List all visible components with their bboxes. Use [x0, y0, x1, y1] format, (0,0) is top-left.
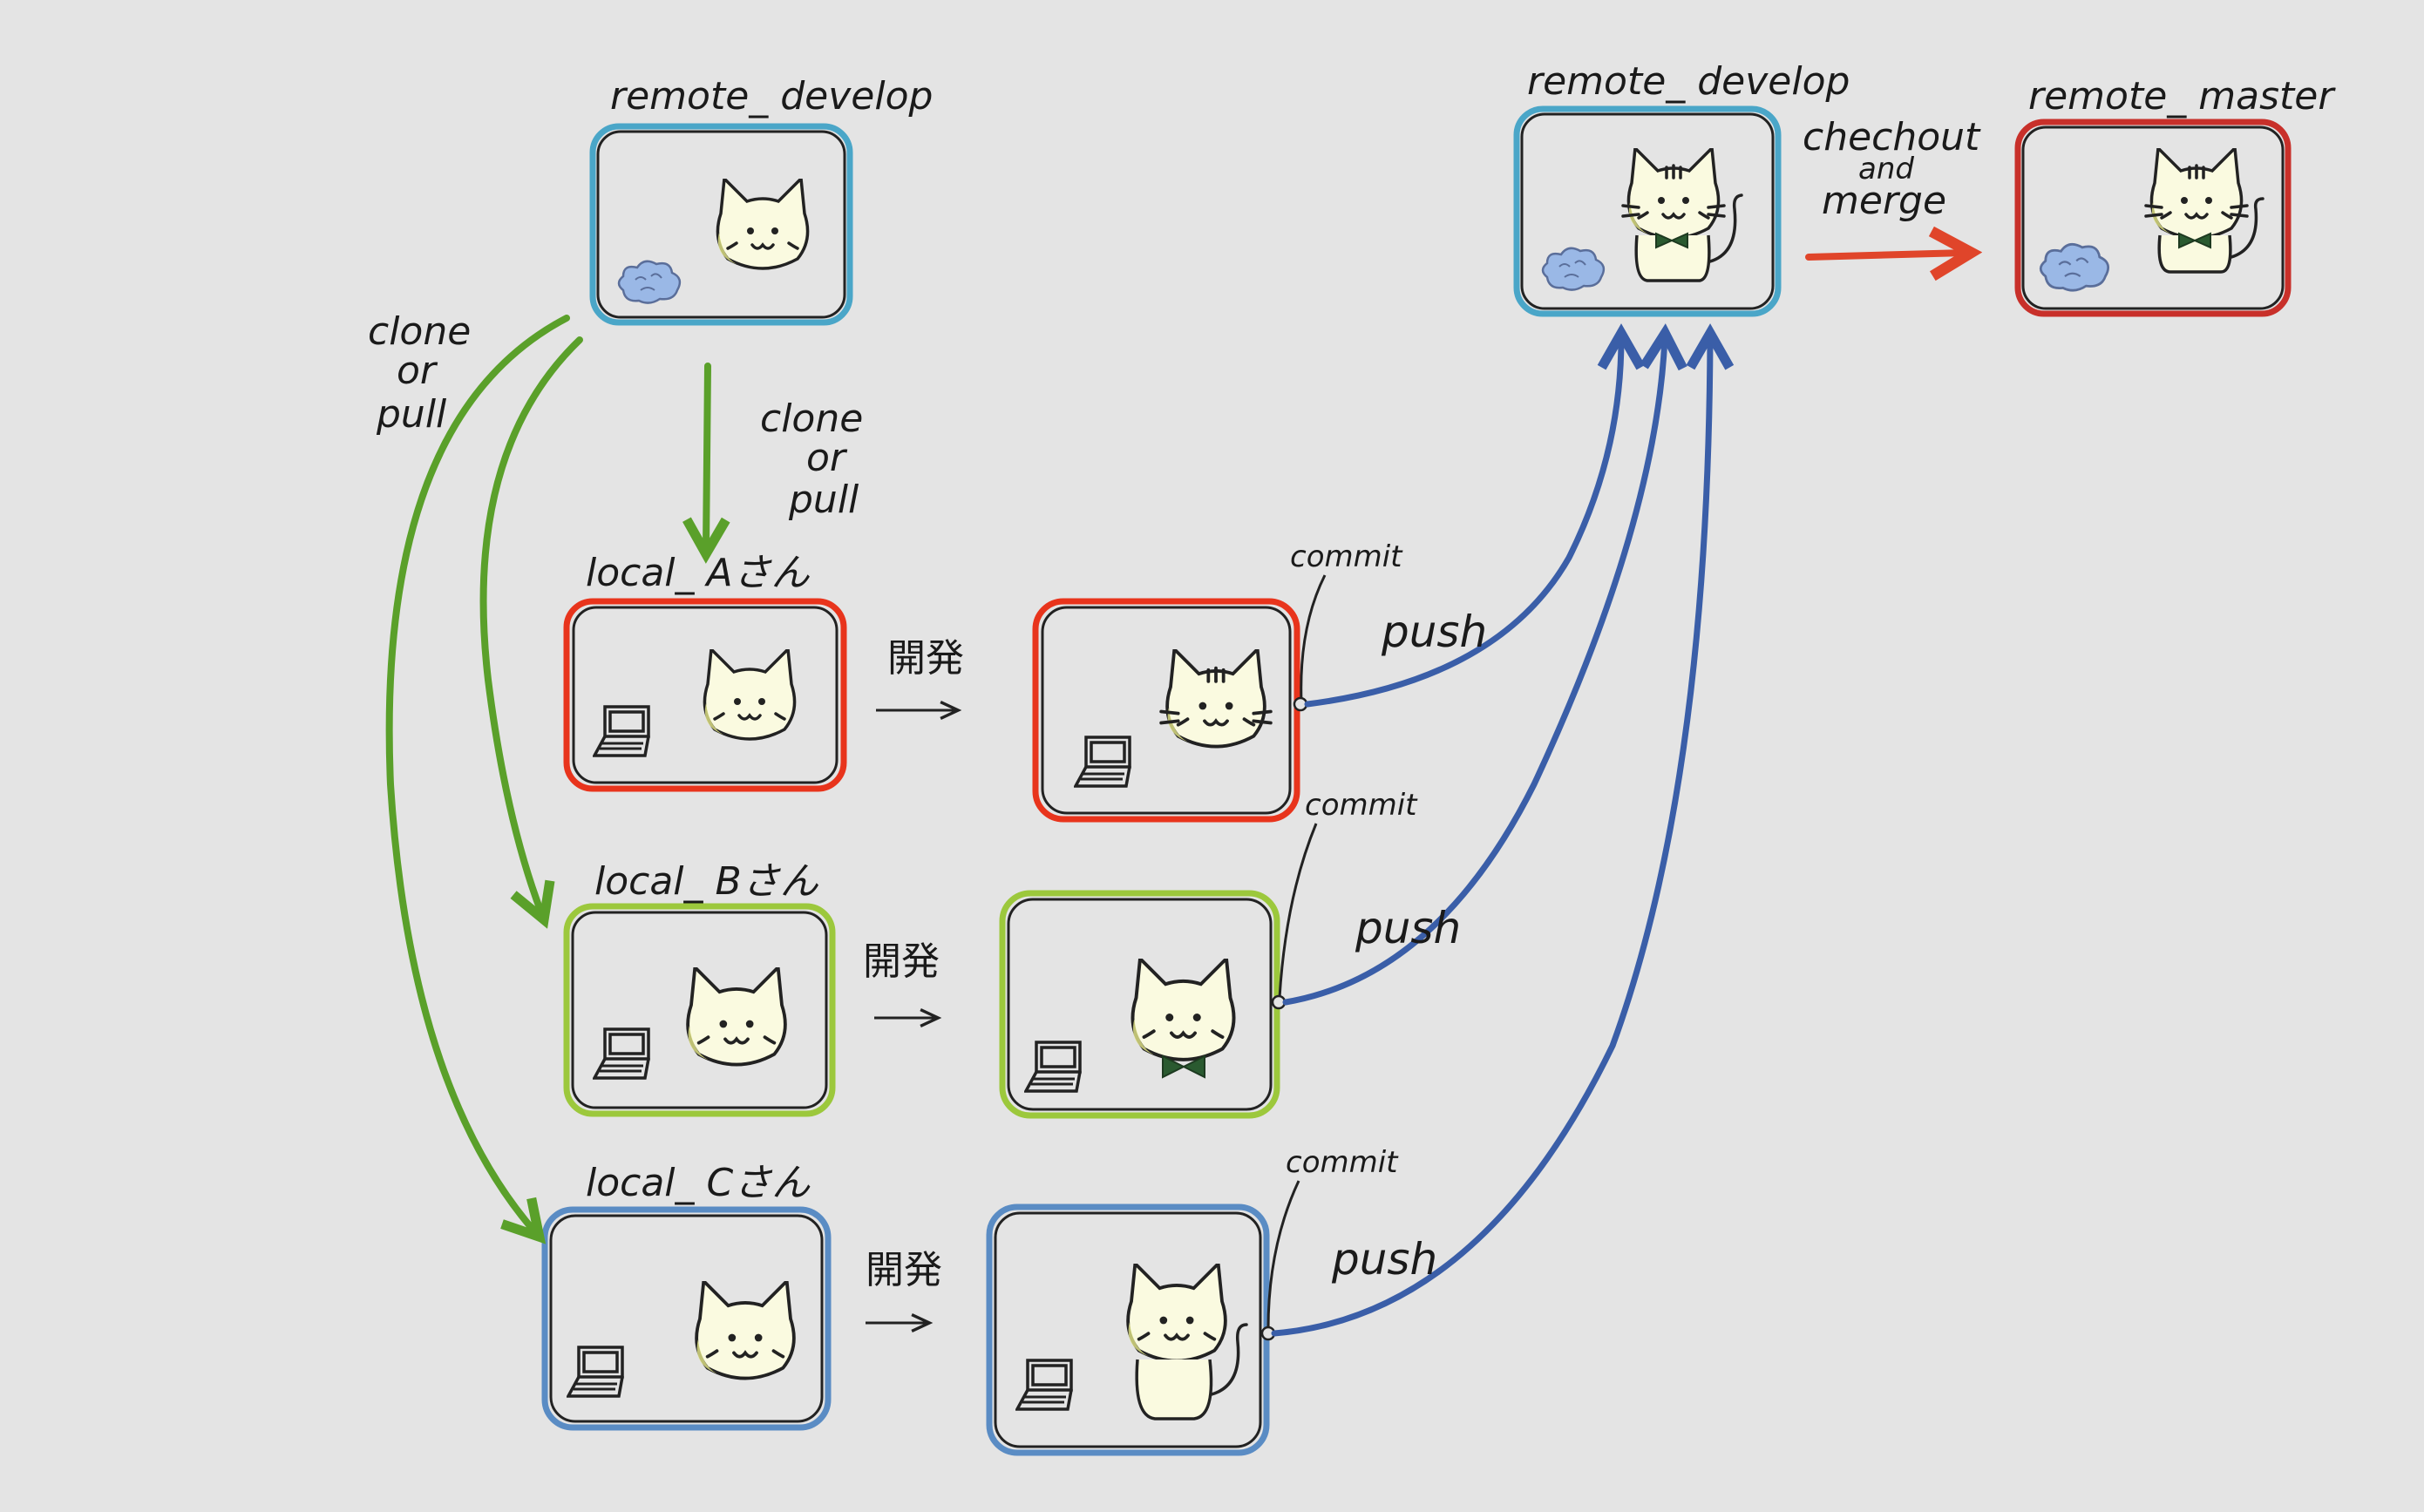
remote-develop-top-frame-ink [596, 130, 846, 319]
cat-icon [716, 179, 810, 270]
develop-arrow-c: 開発 [866, 1248, 942, 1332]
clone-pull-arrow-to-b [479, 336, 583, 915]
commit-b: commit [1271, 788, 1418, 1010]
clone-pull-arrows [385, 315, 708, 1233]
bow-tie-icon [1655, 232, 1688, 249]
cat-icon [695, 1281, 796, 1380]
develop-label-b: 開発 [863, 939, 940, 984]
push-label-c: push [1331, 1234, 1437, 1285]
push-arrow-c [1271, 338, 1710, 1337]
remote-master-label: remote_ master [2028, 74, 2336, 119]
clone-pull-label-center: clone or pull [760, 397, 863, 522]
cloud-icon [1541, 247, 1606, 291]
local-b-frame [563, 903, 836, 1117]
cat-body-icon [1135, 1359, 1213, 1420]
developed-c-frame-ink [994, 1211, 1262, 1448]
commit-c: commit [1260, 1145, 1399, 1341]
cat-icon [1131, 959, 1236, 1061]
local-c-frame-ink [549, 1214, 824, 1423]
clone-label: clone [760, 397, 863, 441]
commit-label-b: commit [1305, 788, 1418, 823]
clone-pull-arrow-to-c [385, 315, 570, 1233]
remote-develop-top-label: remote_ develop [610, 74, 933, 119]
cat-body-icon [2157, 234, 2232, 274]
cloud-icon [617, 260, 682, 304]
commit-pointer-line [1300, 574, 1327, 702]
bow-tie-icon [2178, 232, 2211, 249]
local-b-frame-ink [571, 911, 828, 1109]
push-label-a: push [1381, 607, 1487, 657]
develop-label-c: 開発 [866, 1248, 942, 1292]
local-a-label: local_ Aさん [586, 551, 811, 595]
checkout-merge-arrow [1805, 253, 1966, 257]
and-label: and [1858, 152, 1914, 186]
checkout-merge: chechout and merge [1803, 115, 1981, 257]
developed-b-frame-ink [1007, 898, 1273, 1111]
local-b-node: local_ Bさん [563, 859, 836, 1117]
remote-develop-top-node: remote_ develop [589, 74, 933, 326]
laptop-icon [1024, 1041, 1082, 1093]
local-c-frame [541, 1206, 832, 1431]
developed-c-node [986, 1203, 1270, 1456]
pull-label: pull [376, 392, 447, 437]
tail-icon [2230, 197, 2264, 259]
laptop-icon [593, 1027, 650, 1080]
tail-icon [1708, 193, 1743, 263]
cat-icon [1126, 1264, 1227, 1363]
local-a-frame-ink [572, 606, 839, 784]
clone-label: clone [368, 309, 471, 354]
striped-cat-icon [1626, 148, 1721, 240]
developed-a-frame-ink [1041, 606, 1292, 815]
checkout-label: chechout [1803, 115, 1981, 159]
striped-cat-icon [1165, 649, 1266, 749]
or-label: or [806, 436, 848, 480]
remote-develop-right-label: remote_ develop [1527, 59, 1850, 104]
remote-master-frame [2014, 119, 2292, 317]
push-arrow-b [1282, 338, 1665, 1006]
laptop-icon [567, 1346, 624, 1398]
clone-pull-label-left: clone or pull [368, 309, 471, 437]
remote-master-node: remote_ master [2014, 74, 2336, 317]
cat-icon [703, 649, 797, 741]
cat-body-icon [1634, 234, 1711, 282]
local-c-label: local_ Cさん [586, 1161, 811, 1205]
commit-label-c: commit [1286, 1145, 1399, 1180]
commit-label-a: commit [1290, 539, 1403, 574]
push-arrow-a [1304, 338, 1621, 708]
local-a-node: local_ Aさん [563, 551, 847, 792]
push-label-b: push [1355, 903, 1461, 953]
develop-arrow-b: 開発 [863, 939, 942, 1027]
commit-pointer-line [1266, 1180, 1300, 1330]
commit-a: commit [1290, 539, 1403, 712]
remote-develop-right-node: remote_ develop [1513, 59, 1850, 317]
developed-a-node [1032, 598, 1300, 823]
remote-develop-right-frame-ink [1520, 112, 1775, 310]
remote-master-frame-ink [2021, 125, 2285, 310]
develop-arrow-a: 開発 [876, 636, 964, 720]
commit-pointer-line [1278, 823, 1318, 999]
merge-label: merge [1822, 179, 1946, 223]
cat-icon [686, 967, 787, 1067]
laptop-icon [1074, 736, 1131, 788]
push-arrows [1271, 338, 1710, 1337]
laptop-icon [1015, 1359, 1073, 1411]
laptop-icon [593, 705, 650, 757]
local-b-label: local_ Bさん [594, 859, 819, 904]
bow-tie-icon [1162, 1054, 1205, 1079]
local-c-node: local_ Cさん [541, 1161, 832, 1431]
pull-label: pull [788, 478, 859, 522]
cloud-icon [2039, 242, 2110, 292]
clone-pull-arrow-to-a [706, 363, 708, 549]
developed-b-node [999, 890, 1280, 1119]
striped-cat-icon [2149, 148, 2244, 240]
remote-develop-top-frame [589, 123, 853, 326]
remote-develop-right-frame [1513, 105, 1782, 317]
or-label: or [397, 349, 438, 393]
tail-icon [1210, 1323, 1248, 1396]
develop-label-a: 開発 [887, 636, 964, 681]
local-a-frame [563, 598, 847, 792]
